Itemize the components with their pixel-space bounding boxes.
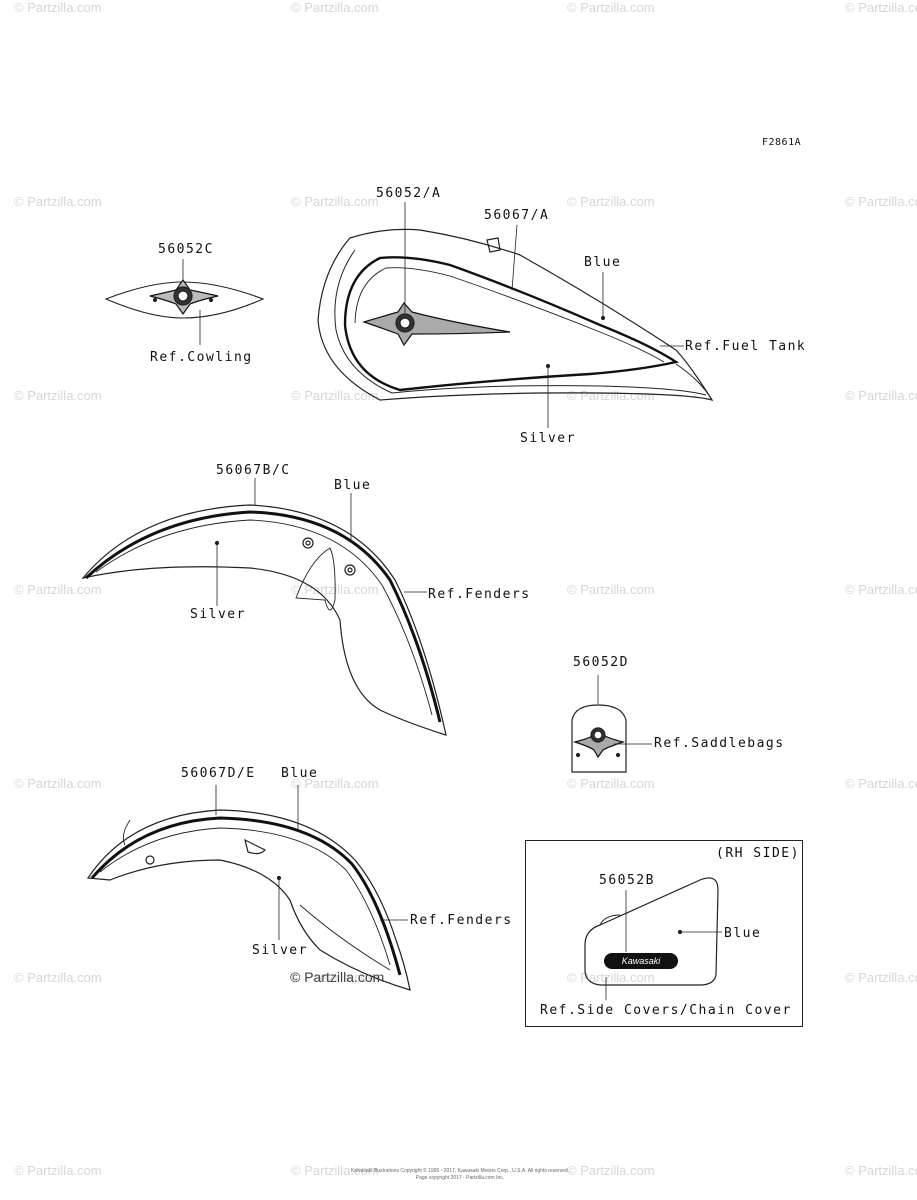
watermark-text: © Partzilla.com: [14, 1163, 102, 1178]
rear-fender: [86, 785, 411, 991]
silver-tank-label: Silver: [520, 431, 576, 446]
saddlebag-emblem: [571, 675, 652, 773]
part-56052a-label: 56052/A: [376, 186, 442, 201]
watermark-text: © Partzilla.com: [291, 776, 379, 791]
watermark-text: © Partzilla.com: [845, 1163, 917, 1178]
watermark-text: © Partzilla.com: [291, 388, 379, 403]
part-56052d-label: 56052D: [573, 655, 629, 670]
ref-fenders-rear-label: Ref.Fenders: [410, 913, 513, 928]
kawasaki-badge: Kawasaki: [604, 953, 678, 969]
ref-fuel-tank-label: Ref.Fuel Tank: [685, 339, 807, 354]
ref-cowling-label: Ref.Cowling: [150, 350, 253, 365]
watermark-text: © Partzilla.com: [291, 970, 379, 985]
watermark-text: © Partzilla.com: [14, 776, 102, 791]
part-56052c-label: 56052C: [158, 242, 214, 257]
fuel-tank: [317, 202, 714, 428]
watermark-text: © Partzilla.com: [845, 582, 917, 597]
watermark-text: © Partzilla.com: [567, 194, 655, 209]
silver-front-label: Silver: [190, 607, 246, 622]
watermark-text: © Partzilla.com: [845, 388, 917, 403]
watermark-text: © Partzilla.com: [14, 0, 102, 15]
watermark-text: © Partzilla.com: [291, 194, 379, 209]
ref-saddlebags-label: Ref.Saddlebags: [654, 736, 785, 751]
watermark-text: © Partzilla.com: [14, 388, 102, 403]
watermark-text: © Partzilla.com: [291, 1163, 379, 1178]
watermark-text: © Partzilla.com: [567, 1163, 655, 1178]
part-56067bc-label: 56067B/C: [216, 463, 291, 478]
ref-side-covers-label: Ref.Side Covers/Chain Cover: [540, 1003, 792, 1018]
watermark-text: © Partzilla.com: [14, 582, 102, 597]
blue-front-label: Blue: [334, 478, 372, 493]
figure-code: F2861A: [762, 137, 802, 148]
silver-rear-label: Silver: [252, 943, 308, 958]
rh-side-label: (RH SIDE): [716, 846, 800, 861]
watermark-text: © Partzilla.com: [845, 194, 917, 209]
watermark-text: © Partzilla.com: [567, 776, 655, 791]
watermark-text: © Partzilla.com: [845, 776, 917, 791]
watermark-text: © Partzilla.com: [845, 970, 917, 985]
center-copyright: © Partzilla.com: [290, 969, 385, 985]
blue-rear-label: Blue: [281, 766, 319, 781]
footer-copyright-line1: Kawasaki Illustrations Copyright © 1995 …: [350, 1168, 570, 1174]
watermark-text: © Partzilla.com: [567, 0, 655, 15]
part-56067de-label: 56067D/E: [181, 766, 256, 781]
part-56052b-label: 56052B: [599, 873, 655, 888]
watermark-text: © Partzilla.com: [567, 582, 655, 597]
front-fender: [81, 478, 447, 736]
part-56067a-label: 56067/A: [484, 208, 550, 223]
cowling-emblem: [104, 259, 265, 345]
watermark-text: © Partzilla.com: [14, 970, 102, 985]
ref-fenders-front-label: Ref.Fenders: [428, 587, 531, 602]
watermark-text: © Partzilla.com: [14, 194, 102, 209]
watermark-text: © Partzilla.com: [567, 388, 655, 403]
watermark-text: © Partzilla.com: [291, 0, 379, 15]
watermark-text: © Partzilla.com: [845, 0, 917, 15]
side-cover: [584, 877, 722, 1000]
watermark-text: © Partzilla.com: [567, 970, 655, 985]
footer-copyright-line2: Page copyright 2017 - Partzilla.com Inc.: [415, 1175, 505, 1181]
blue-side-label: Blue: [724, 926, 762, 941]
rh-side-inset: [525, 840, 803, 1027]
blue-tank-label: Blue: [584, 255, 622, 270]
